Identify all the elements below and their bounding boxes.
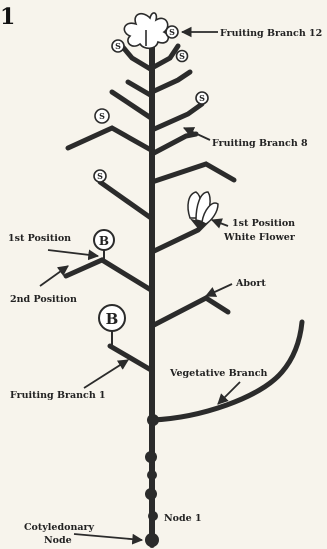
branch-6-left xyxy=(100,182,151,218)
boll-marker-icon: B xyxy=(99,305,125,348)
svg-text:S: S xyxy=(169,27,175,37)
branch-1-left xyxy=(110,346,151,370)
label-2nd-position: 2nd Position xyxy=(10,294,77,305)
label-1st-position-white-flower-line2: White Flower xyxy=(223,232,296,243)
boll-marker-icon: B xyxy=(94,230,114,262)
label-fruiting-branch-8: Fruiting Branch 8 xyxy=(212,138,308,149)
label-1st-position-white-flower-line1: 1st Position xyxy=(232,218,295,229)
square-marker-icon: S xyxy=(177,51,188,62)
label-1st-position: 1st Position xyxy=(8,233,71,244)
arrow-icon xyxy=(84,360,128,388)
node-bulge-icon xyxy=(148,511,158,521)
labels: Fruiting Branch 12 Fruiting Branch 8 1st… xyxy=(8,28,322,546)
branch-3-right xyxy=(152,298,228,326)
square-marker-icon: S xyxy=(166,26,178,38)
branch-9-right xyxy=(152,104,202,130)
cotton-leaf-icon xyxy=(124,13,168,48)
boll-markers: B B xyxy=(94,230,125,348)
arrow-icon xyxy=(212,220,228,226)
figure-number: 1 xyxy=(0,4,15,30)
label-fruiting-branch-1: Fruiting Branch 1 xyxy=(10,390,106,401)
label-fruiting-branch-12: Fruiting Branch 12 xyxy=(220,28,322,39)
svg-text:S: S xyxy=(199,93,205,103)
svg-text:S: S xyxy=(99,111,105,121)
branch-7-right xyxy=(152,164,234,182)
svg-text:B: B xyxy=(106,310,119,328)
branch-11-left xyxy=(128,82,152,96)
branch-12-left xyxy=(122,46,152,70)
branch-8-right xyxy=(152,134,196,154)
square-marker-icon: S xyxy=(94,170,106,182)
branch-4-left xyxy=(66,260,151,290)
label-node-1: Node 1 xyxy=(164,513,202,524)
label-cotyledonary-node-line2: Node xyxy=(44,535,72,546)
node-bulge-icon xyxy=(147,470,157,480)
node-bulge-icon xyxy=(145,451,157,463)
arrow-icon xyxy=(48,250,98,256)
svg-text:S: S xyxy=(97,171,103,181)
square-marker-icon: S xyxy=(196,92,208,104)
label-cotyledonary-node-line1: Cotyledonary xyxy=(24,522,95,533)
branch-11-right xyxy=(152,72,190,92)
white-flower-icon xyxy=(188,192,218,230)
arrow-icon xyxy=(74,534,142,540)
node-bulge-icon xyxy=(145,533,159,547)
label-vegetative-branch: Vegetative Branch xyxy=(169,368,268,379)
arrow-icon xyxy=(206,284,232,296)
svg-text:S: S xyxy=(115,41,121,51)
branch-10-left xyxy=(112,92,151,118)
square-marker-icon: S xyxy=(95,109,109,123)
square-marker-icon: S xyxy=(112,40,124,52)
svg-text:B: B xyxy=(99,234,109,248)
branch-12-right xyxy=(152,46,178,68)
branch-8-left xyxy=(68,128,151,150)
svg-text:S: S xyxy=(179,51,185,61)
node-bulge-icon xyxy=(145,488,157,500)
label-abort: Abort xyxy=(235,278,266,289)
